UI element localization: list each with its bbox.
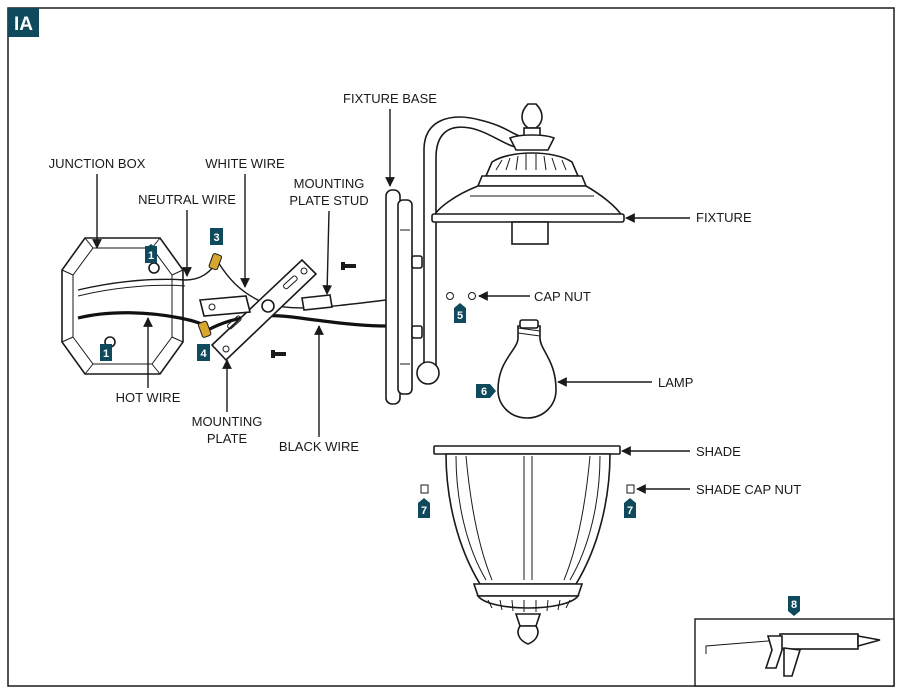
shade bbox=[433, 445, 621, 645]
callout-shade-cap-nut: SHADE CAP NUT bbox=[636, 482, 801, 497]
callout-shade: SHADE bbox=[621, 444, 741, 459]
junction-box bbox=[61, 237, 184, 375]
step-badge-8: 8 bbox=[788, 596, 800, 616]
step-number: 1 bbox=[103, 348, 109, 360]
mounting-plate bbox=[198, 258, 333, 362]
shade-cap-nut bbox=[626, 484, 635, 494]
label-fixture: FIXTURE bbox=[696, 210, 752, 225]
step-number: 8 bbox=[791, 599, 797, 611]
shade-cap-nut bbox=[420, 484, 429, 494]
callout-neutral-wire: NEUTRAL WIRE bbox=[138, 192, 236, 277]
label-mounting-plate-line2: PLATE bbox=[207, 431, 248, 446]
step-badge-6: 6 bbox=[476, 384, 496, 398]
label-shade: SHADE bbox=[696, 444, 741, 459]
figure-tag-text: IA bbox=[14, 14, 33, 35]
fixture-base bbox=[385, 116, 521, 405]
callout-black-wire: BLACK WIRE bbox=[279, 325, 360, 454]
step-badge-7: 7 bbox=[418, 498, 430, 518]
label-white-wire: WHITE WIRE bbox=[205, 156, 285, 171]
label-neutral-wire: NEUTRAL WIRE bbox=[138, 192, 236, 207]
step-number: 3 bbox=[213, 232, 219, 244]
callout-cap-nut: CAP NUT bbox=[478, 289, 591, 304]
fixture bbox=[431, 103, 625, 245]
callout-white-wire: WHITE WIRE bbox=[205, 156, 285, 288]
cap-nut-pair bbox=[446, 292, 476, 300]
wire-nut-black bbox=[197, 320, 212, 338]
label-shade-cap-nut: SHADE CAP NUT bbox=[696, 482, 801, 497]
callout-mounting-plate: MOUNTING PLATE bbox=[192, 359, 263, 446]
step-badge-5: 5 bbox=[454, 303, 466, 323]
step-number: 4 bbox=[200, 348, 207, 360]
junction-box-screw-hole bbox=[148, 262, 160, 274]
callout-mounting-plate-stud: MOUNTING PLATE STUD bbox=[289, 176, 369, 295]
wire-nut-white bbox=[208, 253, 223, 271]
label-mounting-plate-stud-line1: MOUNTING bbox=[294, 176, 365, 191]
step-badge-3: 3 bbox=[210, 228, 223, 245]
label-black-wire: BLACK WIRE bbox=[279, 439, 360, 454]
step-number: 6 bbox=[481, 386, 487, 398]
callout-fixture: FIXTURE bbox=[625, 210, 752, 225]
step-badge-1: 1 bbox=[145, 244, 157, 263]
label-mounting-plate-line1: MOUNTING bbox=[192, 414, 263, 429]
step-number: 1 bbox=[148, 250, 154, 262]
mounting-screw bbox=[341, 262, 356, 270]
label-lamp: LAMP bbox=[658, 375, 693, 390]
step-badge-7: 7 bbox=[624, 498, 636, 518]
step-number: 5 bbox=[457, 310, 463, 322]
label-hot-wire: HOT WIRE bbox=[116, 390, 181, 405]
figure-tag: IA bbox=[8, 8, 39, 37]
label-mounting-plate-stud-line2: PLATE STUD bbox=[289, 193, 368, 208]
label-fixture-base: FIXTURE BASE bbox=[343, 91, 437, 106]
callout-hot-wire: HOT WIRE bbox=[116, 317, 181, 405]
mounting-screw bbox=[271, 350, 286, 358]
caulk-gun-inset bbox=[694, 618, 895, 687]
step-number: 7 bbox=[627, 505, 633, 517]
step-badge-1: 1 bbox=[100, 344, 112, 361]
callout-junction-box: JUNCTION BOX bbox=[49, 156, 146, 249]
lamp bbox=[497, 319, 557, 419]
label-junction-box: JUNCTION BOX bbox=[49, 156, 146, 171]
step-number: 7 bbox=[421, 505, 427, 517]
callout-fixture-base: FIXTURE BASE bbox=[343, 91, 437, 187]
callout-lamp: LAMP bbox=[557, 375, 693, 390]
label-cap-nut: CAP NUT bbox=[534, 289, 591, 304]
step-badge-4: 4 bbox=[197, 344, 210, 361]
diagram-border bbox=[7, 7, 895, 687]
